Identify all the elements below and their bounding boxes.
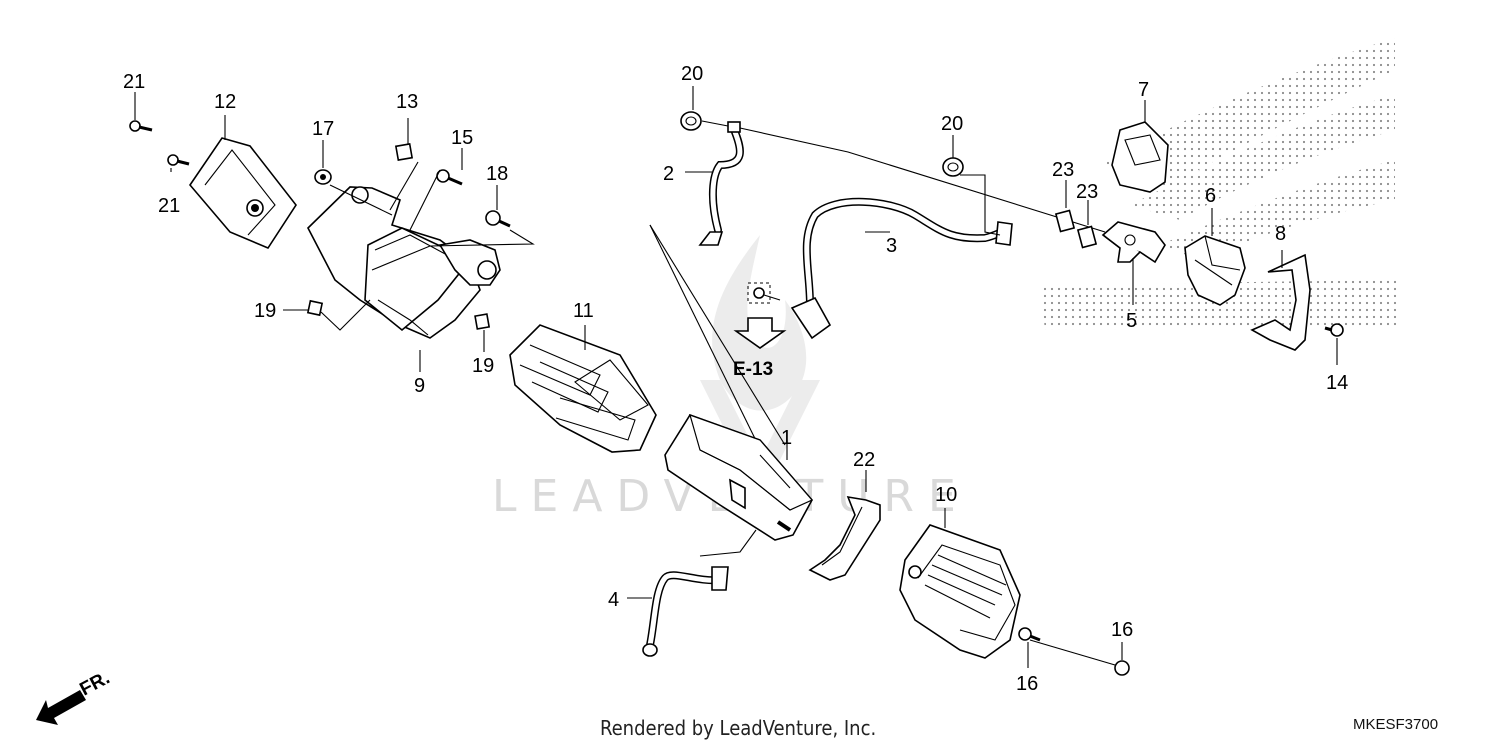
bolt-21-top <box>129 120 153 132</box>
callout-17: 17 <box>312 118 334 140</box>
drawing-code: MKESF3700 <box>1353 716 1439 733</box>
bolt-14 <box>1324 323 1344 365</box>
cover-12 <box>188 137 297 249</box>
callout-21-top: 21 <box>123 71 145 93</box>
battery-1 <box>664 414 813 541</box>
callout-13: 13 <box>396 91 418 113</box>
callout-19-right: 19 <box>472 355 494 377</box>
callout-15: 15 <box>451 127 473 149</box>
cable-4 <box>642 566 729 657</box>
callout-2: 2 <box>663 163 674 185</box>
bracket-8 <box>1250 250 1311 351</box>
strap-22 <box>808 470 881 581</box>
callout-22: 22 <box>853 449 875 471</box>
cover-7 <box>1111 100 1169 193</box>
callout-8: 8 <box>1275 223 1286 245</box>
callout-20-right: 20 <box>941 113 963 135</box>
bolt-21-lower <box>167 154 190 166</box>
bolt-16-a <box>1018 627 1041 668</box>
callout-14: 14 <box>1326 372 1348 394</box>
callout-5: 5 <box>1126 310 1137 332</box>
callout-12: 12 <box>214 91 236 113</box>
callout-20-left: 20 <box>681 63 703 85</box>
watermark-flame <box>700 235 820 500</box>
callout-11: 11 <box>573 300 594 322</box>
front-direction-arrow-icon <box>36 690 86 725</box>
callout-23-a: 23 <box>1052 159 1074 181</box>
nut-20-right <box>942 157 964 177</box>
leader-lines-lower <box>627 440 788 599</box>
fuse-23-b <box>1076 200 1098 249</box>
callout-16-b: 16 <box>1111 619 1133 641</box>
clip-13 <box>394 142 414 162</box>
callout-18: 18 <box>486 163 508 185</box>
fuse-23-a <box>1054 180 1076 233</box>
mount-6 <box>1184 208 1246 306</box>
bolt-15 <box>436 169 463 186</box>
nut-20-left <box>680 111 702 131</box>
bracket-9 <box>307 186 501 339</box>
harness-3 <box>790 197 1013 340</box>
regulator-10 <box>899 508 1021 659</box>
callout-3: 3 <box>886 235 897 257</box>
callout-9: 9 <box>414 375 425 397</box>
ecu-11 <box>509 324 657 453</box>
callout-16-a: 16 <box>1016 673 1038 695</box>
clip-19-left <box>306 299 324 317</box>
nut-e13 <box>747 282 781 304</box>
bolt-16-b <box>1029 639 1130 676</box>
cable-2 <box>698 121 744 246</box>
callout-21-lower: 21 <box>158 195 180 217</box>
reference-label: E-13 <box>733 359 773 380</box>
leader-lines-left <box>134 92 535 372</box>
relay-box-5 <box>1101 221 1166 305</box>
callout-6: 6 <box>1205 185 1216 207</box>
bolt-18 <box>485 210 511 228</box>
callout-19-left: 19 <box>254 300 276 322</box>
callout-1: 1 <box>781 427 792 449</box>
clip-19-right <box>474 313 491 330</box>
callout-23-b: 23 <box>1076 181 1098 203</box>
callout-4: 4 <box>608 589 619 611</box>
footer-credit: Rendered by LeadVenture, Inc. <box>600 716 877 740</box>
callout-10: 10 <box>935 484 957 506</box>
callouts: 21 12 21 17 13 15 18 19 19 9 11 20 2 3 2… <box>123 63 1348 695</box>
callout-7: 7 <box>1138 79 1149 101</box>
nut-17 <box>314 169 332 185</box>
reference-arrow-icon <box>733 317 787 349</box>
